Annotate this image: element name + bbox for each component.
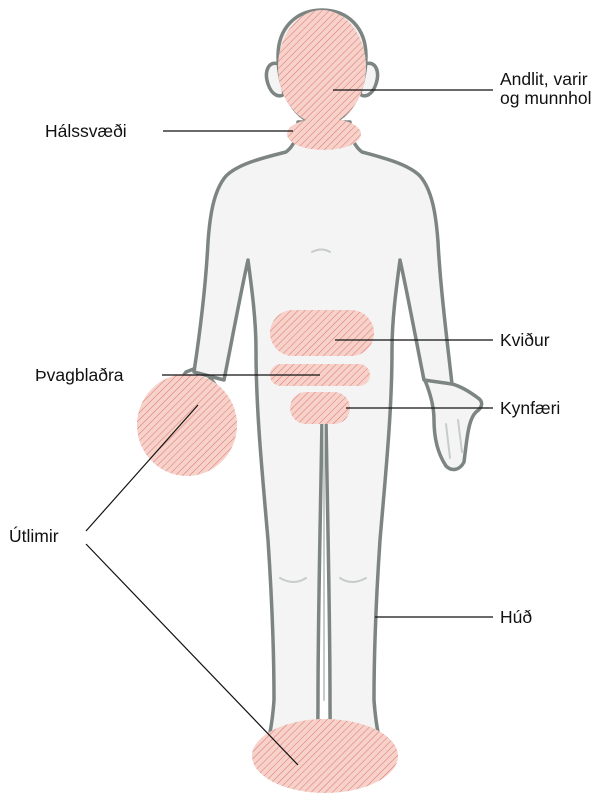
limbs-leader-lower: [86, 544, 298, 765]
label-skin: Húð: [500, 607, 532, 627]
feet-region: [252, 719, 398, 793]
neck-region: [287, 118, 361, 150]
hand-region: [137, 374, 237, 476]
label-face-line2: og munnhol: [500, 88, 591, 108]
label-genitals: Kynfæri: [500, 398, 560, 418]
right-hand: [424, 376, 482, 469]
genital-region: [290, 392, 350, 424]
label-bladder: Þvagblaðra: [35, 365, 124, 385]
label-face-line1: Andlit, varir: [500, 69, 588, 89]
label-limbs: Útlimir: [9, 525, 59, 546]
face-region: [278, 10, 366, 124]
label-neck: Hálssvæði: [45, 121, 127, 141]
label-abdomen: Kviður: [500, 330, 550, 350]
abdomen-region: [270, 310, 374, 356]
